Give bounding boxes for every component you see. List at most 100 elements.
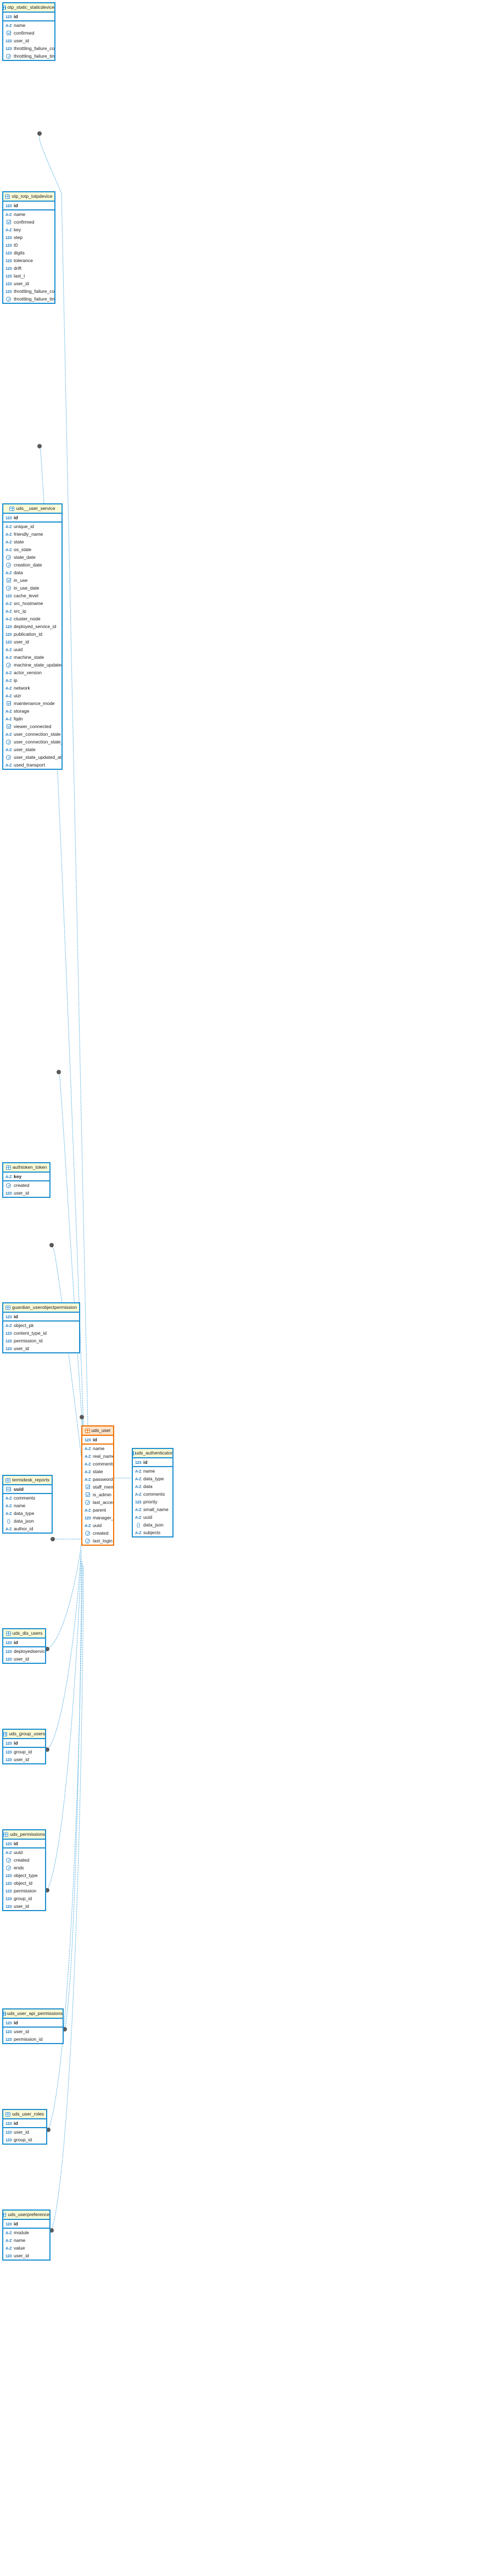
field-row[interactable]: confirmed: [3, 29, 54, 37]
table-header[interactable]: uds__user_service: [3, 504, 61, 514]
field-row[interactable]: { }data_json: [3, 1517, 52, 1525]
table-header[interactable]: guardian_userobjectpermission: [3, 1303, 79, 1313]
field-row[interactable]: confirmed: [3, 218, 54, 226]
table-header[interactable]: uds_userpreference: [3, 2211, 49, 2220]
field-row[interactable]: created: [3, 1856, 45, 1864]
field-row[interactable]: throttling_failure_timestamp: [3, 52, 54, 60]
field-row[interactable]: { }data_json: [133, 1521, 172, 1529]
relationship-endpoint-dot[interactable]: [80, 1415, 84, 1419]
table-header[interactable]: uds_dis_users: [3, 1629, 45, 1639]
field-row[interactable]: 123deployedservice_id: [3, 1647, 45, 1655]
field-row[interactable]: created: [82, 1529, 113, 1537]
table-header[interactable]: uds_authenticator: [133, 1449, 172, 1458]
field-row[interactable]: user_state_updated_at: [3, 753, 61, 761]
field-row[interactable]: in_use: [3, 576, 61, 584]
table-header[interactable]: otp_totp_totpdevice: [3, 192, 54, 202]
primary-key-row[interactable]: uuid: [3, 1485, 52, 1493]
table-header[interactable]: uds_user: [82, 1426, 113, 1436]
table-header[interactable]: uds_permissions: [3, 1830, 45, 1840]
field-row[interactable]: created: [3, 1181, 49, 1189]
relationship-endpoint-dot[interactable]: [51, 1537, 55, 1541]
relationship-endpoint-dot[interactable]: [49, 1243, 54, 1247]
table-header[interactable]: authtoken_token: [3, 1163, 49, 1173]
field-row[interactable]: staff_member: [82, 1483, 113, 1491]
table-header[interactable]: uds_user_roles: [3, 2110, 46, 2119]
field-row[interactable]: throttling_failure_timestamp: [3, 295, 54, 303]
field-row[interactable]: last_login: [82, 1537, 113, 1545]
relationship-endpoint-dot[interactable]: [37, 131, 42, 136]
relationship-endpoint-dot[interactable]: [37, 444, 42, 448]
table-header[interactable]: otp_static_staticdevice: [3, 3, 54, 13]
